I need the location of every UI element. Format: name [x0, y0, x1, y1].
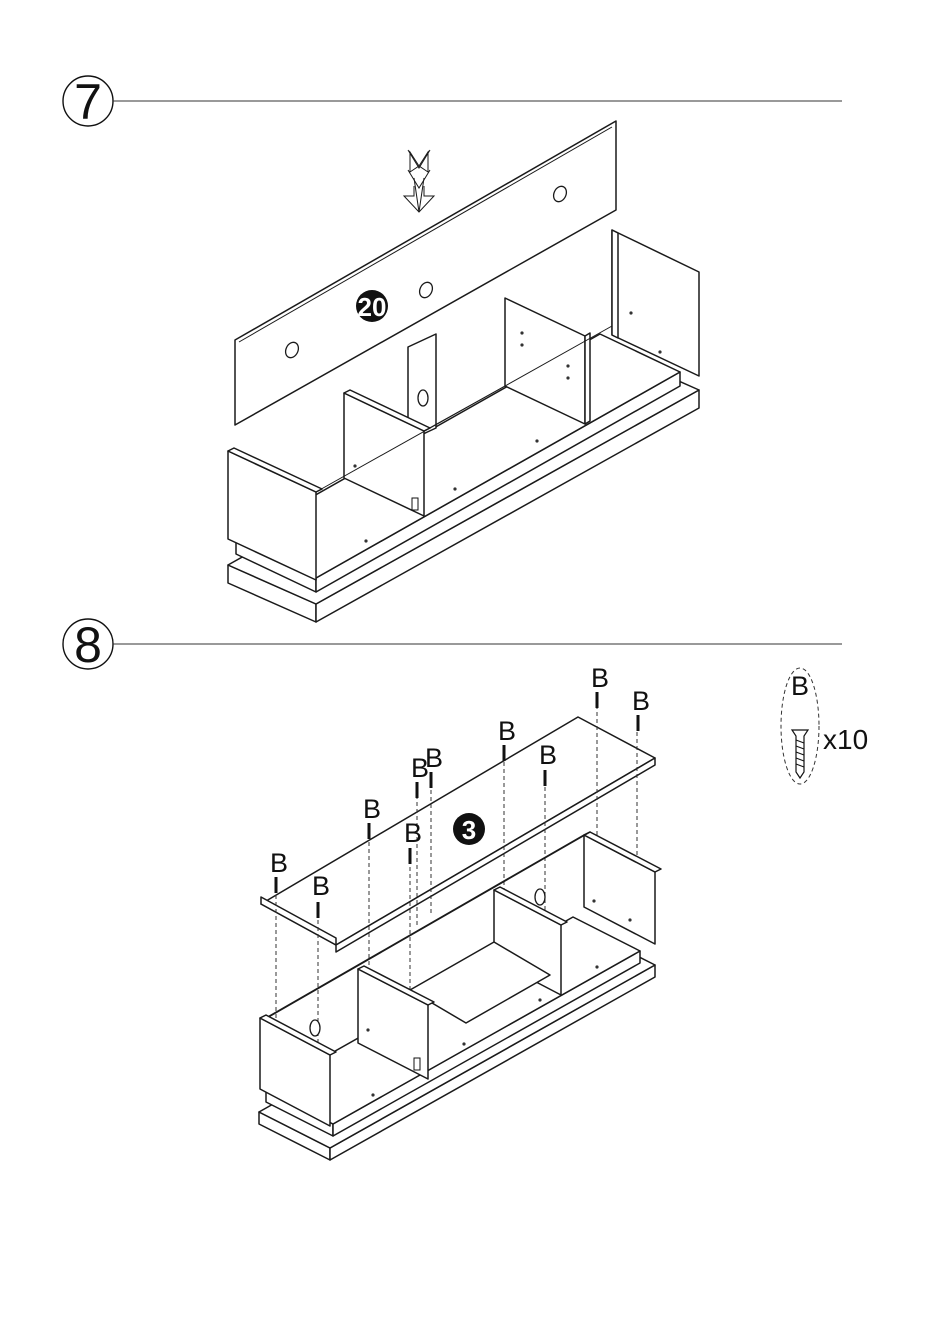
hardware-quantity: x10 [823, 724, 868, 755]
svg-text:B: B [632, 686, 650, 716]
hardware-callout: B x10 [781, 668, 868, 784]
svg-text:B: B [363, 794, 381, 824]
screw-b-9: B [591, 663, 609, 708]
svg-text:B: B [270, 848, 288, 878]
svg-text:B: B [539, 740, 557, 770]
hardware-letter: B [791, 671, 809, 701]
part-badge-3-label: 3 [462, 815, 476, 845]
svg-text:B: B [425, 743, 443, 773]
svg-text:B: B [498, 716, 516, 746]
svg-text:B: B [312, 871, 330, 901]
step-8-number: 8 [74, 617, 102, 673]
step-7: 7 20 [63, 74, 842, 622]
step-8: 8 B x10 3 [63, 617, 868, 1160]
screw-icon [792, 730, 808, 778]
svg-text:B: B [591, 663, 609, 693]
part-badge-20: 20 [356, 290, 388, 322]
screw-b-7: B [498, 716, 516, 761]
step-7-number: 7 [74, 74, 102, 130]
part-badge-3: 3 [453, 813, 485, 845]
screw-b-10: B [632, 686, 650, 731]
down-arrow-icon [404, 150, 434, 212]
part-badge-20-label: 20 [358, 292, 387, 322]
svg-text:B: B [404, 818, 422, 848]
screw-b-3: B [363, 794, 381, 839]
screw-b-1: B [270, 848, 288, 893]
